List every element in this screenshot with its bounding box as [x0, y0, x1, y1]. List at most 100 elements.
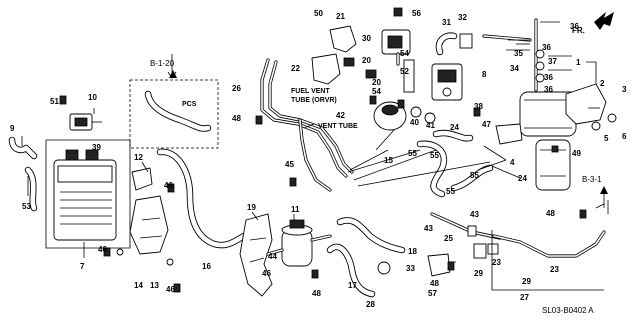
part-label-43b: 43 — [470, 210, 479, 219]
fuel-vent-tube-label-2: TUBE (ORVR) — [291, 97, 337, 104]
part-label-36c: 36 — [544, 73, 553, 82]
part-label-50: 50 — [314, 9, 323, 18]
hose-16 — [156, 148, 248, 249]
part-label-8: 8 — [482, 70, 487, 79]
part-label-55d: 55 — [470, 171, 479, 180]
part-label-39: 39 — [92, 143, 101, 152]
part-label-40: 40 — [410, 118, 419, 127]
part-label-36b: 36 — [542, 43, 551, 52]
part-label-26: 26 — [232, 84, 241, 93]
hoses-17-18 — [326, 217, 406, 298]
part-label-21: 21 — [336, 12, 345, 21]
part-label-36d: 36 — [544, 85, 553, 94]
filter-15 — [373, 101, 436, 131]
part-label-28: 28 — [366, 300, 375, 309]
bracket-19 — [239, 213, 273, 297]
part-label-46d: 46 — [262, 269, 271, 278]
reference-b-3-1: B-3-1 — [582, 175, 602, 184]
part-label-19: 19 — [247, 203, 256, 212]
part-label-48a: 48 — [312, 289, 321, 298]
part-label-20a: 20 — [362, 56, 371, 65]
part-label-15: 15 — [384, 156, 393, 165]
part-label-55b: 55 — [430, 151, 439, 160]
part-label-23a: 23 — [492, 258, 501, 267]
front-direction-arrow-icon — [594, 12, 614, 30]
part-label-48d: 48 — [546, 209, 555, 218]
part-number-labels: 9 53 51 10 39 12 46 7 46 14 13 46 16 19 … — [10, 9, 627, 309]
bolts — [59, 95, 587, 293]
part-label-45: 45 — [285, 160, 294, 169]
part-label-46b: 46 — [98, 245, 107, 254]
brackets-21-22 — [311, 25, 377, 85]
vent-tubes — [260, 58, 354, 192]
pipe-25 — [430, 212, 502, 240]
part-label-33: 33 — [406, 264, 415, 273]
hoses-24-55 — [416, 129, 494, 198]
part-label-43a: 43 — [424, 224, 433, 233]
reference-b-1-20: B-1-20 — [150, 59, 175, 68]
pcs-dashed-box — [129, 54, 219, 149]
part-label-55a: 55 — [408, 149, 417, 158]
diagram-code: SL03-B0402 A — [542, 306, 594, 315]
part-label-9: 9 — [10, 124, 15, 133]
leader-lines — [21, 21, 609, 263]
part-label-55c: 55 — [446, 187, 455, 196]
part-label-12: 12 — [134, 153, 143, 162]
valve-8 — [403, 59, 463, 101]
part-label-37: 37 — [548, 57, 557, 66]
pcs-label: PCS — [182, 101, 197, 108]
part-label-11: 11 — [291, 205, 300, 214]
part-label-54b: 54 — [400, 49, 409, 58]
part-label-38: 38 — [474, 102, 483, 111]
part-label-7: 7 — [80, 262, 85, 271]
canister-group — [8, 113, 174, 266]
part-label-17: 17 — [348, 281, 357, 290]
part-label-44: 44 — [268, 252, 277, 261]
part-label-32: 32 — [458, 13, 467, 22]
fuel-vent-tube-label-1: FUEL VENT — [291, 88, 330, 95]
part-label-2: 2 — [600, 79, 605, 88]
part-label-42: 42 — [336, 111, 345, 120]
part-label-49: 49 — [572, 149, 581, 158]
part-label-48c: 48 — [430, 279, 439, 288]
part-label-52: 52 — [400, 67, 409, 76]
fuel-filter-11 — [266, 219, 332, 267]
part-label-29b: 29 — [522, 277, 531, 286]
part-label-24b: 24 — [518, 174, 527, 183]
part-label-27: 27 — [520, 293, 529, 302]
part-label-31: 31 — [442, 18, 451, 27]
direction-label: FR. — [572, 26, 585, 35]
part-label-23b: 23 — [550, 265, 559, 274]
part-label-48b: 48 — [232, 114, 241, 123]
part-label-56: 56 — [412, 9, 421, 18]
part-label-34: 34 — [510, 64, 519, 73]
ref-arrow-b31-icon — [600, 186, 608, 208]
part-label-1: 1 — [576, 58, 581, 67]
part-label-53: 53 — [22, 202, 31, 211]
part-label-16: 16 — [202, 262, 211, 271]
part-label-29a: 29 — [474, 269, 483, 278]
canister-1 — [482, 18, 577, 191]
part-label-10: 10 — [88, 93, 97, 102]
part-label-20b: 20 — [372, 78, 381, 87]
brackets-57-29 — [427, 243, 499, 277]
part-label-41: 41 — [426, 121, 435, 130]
ref-arrow-b120-icon — [169, 70, 177, 78]
part-label-3: 3 — [622, 85, 627, 94]
part-label-54a: 54 — [372, 87, 381, 96]
part-label-4: 4 — [510, 158, 515, 167]
part-label-47: 47 — [482, 120, 491, 129]
part-label-35: 35 — [514, 49, 523, 58]
vent-tube-label: VENT TUBE — [318, 123, 358, 130]
bracket-2-3 — [565, 83, 617, 131]
part-label-13: 13 — [150, 281, 159, 290]
part-label-46a: 46 — [164, 181, 173, 190]
part-label-25: 25 — [444, 234, 453, 243]
part-label-51: 51 — [50, 97, 59, 106]
part-label-24a: 24 — [450, 123, 459, 132]
part-label-36a: 36 — [570, 22, 579, 31]
part-label-18: 18 — [408, 247, 417, 256]
part-label-46c: 46 — [166, 285, 175, 294]
part-label-22: 22 — [291, 64, 300, 73]
